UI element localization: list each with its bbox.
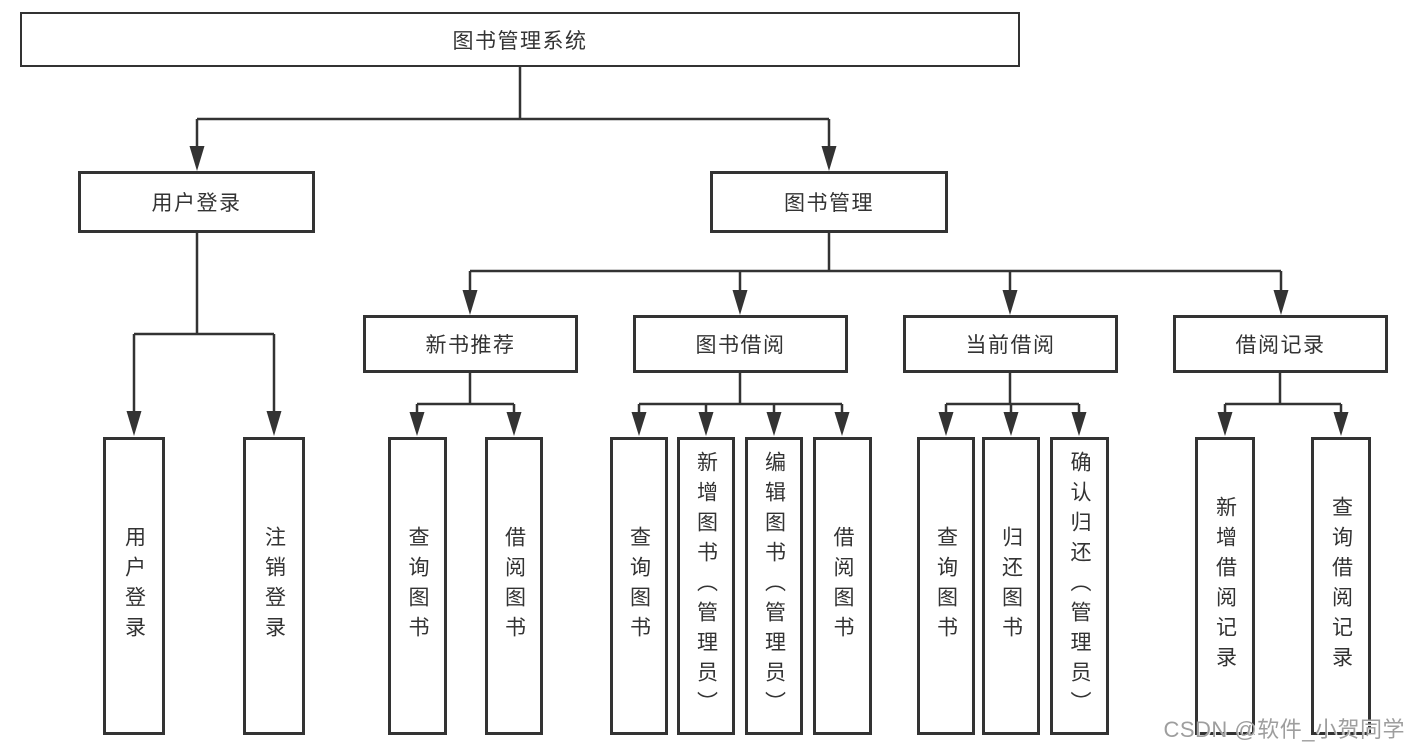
node-borrowing-records: 借阅记录 (1173, 315, 1388, 373)
leaf-query-borrow-record: 查询借阅记录 (1311, 437, 1371, 735)
csdn-watermark: CSDN @软件_小贺同学 (1163, 717, 1405, 742)
node-label: 注销登录 (262, 526, 286, 646)
connector-root-to-level2 (189, 67, 837, 171)
node-label: 借阅图书 (502, 526, 526, 646)
node-user-login: 用户登录 (78, 171, 315, 233)
connector-book-mgmt-children (462, 233, 1289, 315)
arrow-down-icon (409, 412, 425, 436)
node-label: 查询借阅记录 (1329, 496, 1353, 676)
node-label: 新增图书（管理员） (694, 451, 718, 721)
node-label: 用户登录 (122, 526, 146, 646)
arrow-down-icon (1003, 412, 1019, 436)
leaf-query-books-2: 查询图书 (610, 437, 668, 735)
arrow-down-icon (938, 412, 954, 436)
node-label: 查询图书 (406, 526, 429, 646)
node-book-borrowing: 图书借阅 (633, 315, 848, 373)
connector-book-borrow-children (631, 373, 850, 436)
connector-borrow-records-children (1217, 373, 1349, 436)
connector-current-borrow-children (938, 373, 1087, 436)
arrow-down-icon (189, 146, 205, 171)
leaf-return-books: 归还图书 (982, 437, 1040, 735)
leaf-borrow-books-1: 借阅图书 (485, 437, 543, 735)
leaf-query-books-3: 查询图书 (917, 437, 975, 735)
arrow-down-icon (1333, 412, 1349, 436)
arrow-down-icon (732, 290, 748, 315)
node-label: 查询图书 (627, 526, 651, 646)
arrow-down-icon (766, 412, 782, 436)
node-label: 查询图书 (934, 526, 958, 646)
leaf-add-borrow-record: 新增借阅记录 (1195, 437, 1255, 735)
arrow-down-icon (266, 411, 282, 436)
leaf-add-books-admin: 新增图书（管理员） (677, 437, 735, 735)
node-label: 确认归还（管理员） (1068, 451, 1091, 721)
node-label: 当前借阅 (965, 334, 1056, 357)
arrow-down-icon (698, 412, 714, 436)
connector-user-login-children (126, 233, 282, 436)
node-label: 图书管理系统 (452, 29, 588, 53)
arrow-down-icon (506, 412, 522, 436)
node-label: 借阅图书 (831, 526, 854, 646)
arrow-down-icon (631, 412, 647, 436)
arrow-down-icon (1217, 412, 1233, 436)
arrow-down-icon (821, 146, 837, 171)
node-library-management-system: 图书管理系统 (20, 12, 1020, 67)
leaf-query-books-1: 查询图书 (388, 437, 447, 735)
arrow-down-icon (1273, 290, 1289, 315)
node-label: 新增借阅记录 (1213, 496, 1237, 676)
node-label: 新书推荐 (425, 334, 516, 357)
node-new-book-recommend: 新书推荐 (363, 315, 578, 373)
arrow-down-icon (1002, 290, 1018, 315)
arrow-down-icon (1071, 412, 1087, 436)
node-book-management: 图书管理 (710, 171, 948, 233)
leaf-logout: 注销登录 (243, 437, 305, 735)
node-label: 图书管理 (784, 192, 874, 215)
node-label: 归还图书 (999, 526, 1023, 646)
leaf-confirm-return-admin: 确认归还（管理员） (1050, 437, 1109, 735)
leaf-user-login: 用户登录 (103, 437, 165, 735)
node-label: 借阅记录 (1235, 334, 1326, 357)
leaf-edit-books-admin: 编辑图书（管理员） (745, 437, 803, 735)
node-label: 编辑图书（管理员） (762, 451, 786, 721)
arrow-down-icon (462, 290, 478, 315)
node-current-borrowing: 当前借阅 (903, 315, 1118, 373)
leaf-borrow-books-2: 借阅图书 (813, 437, 872, 735)
node-label: 用户登录 (151, 192, 242, 215)
arrow-down-icon (834, 412, 850, 436)
node-label: 图书借阅 (695, 334, 786, 357)
connector-new-books-children (409, 373, 522, 436)
arrow-down-icon (126, 411, 142, 436)
